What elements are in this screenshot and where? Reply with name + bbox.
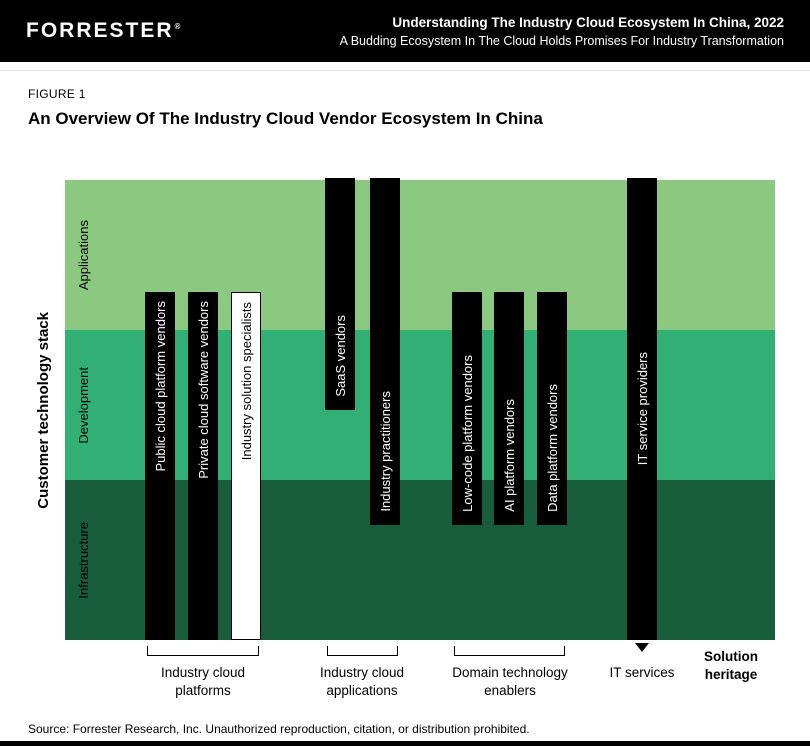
group-label-industry-cloud-applications: Industry cloud applications bbox=[319, 665, 405, 699]
bar-private-cloud-software-vendors: Private cloud software vendors bbox=[188, 292, 218, 640]
bar-it-service-providers: IT service providers bbox=[627, 178, 657, 640]
bar-label: Data platform vendors bbox=[544, 384, 560, 512]
bar-label: Industry practitioners bbox=[377, 391, 393, 512]
bracket-domain-technology-enablers bbox=[454, 646, 565, 656]
y-axis-label: Customer technology stack bbox=[32, 180, 54, 640]
band-label-development: Development bbox=[75, 366, 91, 444]
source-note: Source: Forrester Research, Inc. Unautho… bbox=[28, 722, 530, 736]
bar-public-cloud-platform-vendors: Public cloud platform vendors bbox=[145, 292, 175, 640]
bar-label: Public cloud platform vendors bbox=[152, 301, 168, 472]
band-label-applications: Applications bbox=[75, 219, 91, 291]
bar-data-platform-vendors: Data platform vendors bbox=[537, 292, 567, 525]
bar-label: AI platform vendors bbox=[501, 399, 517, 512]
logo-text: FORRESTER bbox=[26, 19, 174, 42]
bar-label: Low-code platform vendors bbox=[459, 355, 475, 512]
bracket-industry-cloud-platforms bbox=[147, 646, 259, 656]
figure-title: An Overview Of The Industry Cloud Vendor… bbox=[28, 109, 543, 128]
label-it-services: IT services bbox=[609, 665, 675, 680]
label-solution-heritage: Solution heritage bbox=[704, 649, 758, 683]
down-arrow-icon bbox=[635, 643, 649, 652]
report-header: FORRESTER® Understanding The Industry Cl… bbox=[0, 0, 810, 62]
y-axis-label-text: Customer technology stack bbox=[34, 311, 52, 509]
header-titles: Understanding The Industry Cloud Ecosyst… bbox=[340, 15, 784, 48]
bar-label: IT service providers bbox=[634, 352, 650, 466]
bar-industry-practitioners: Industry practitioners bbox=[370, 178, 400, 525]
band-label-infrastructure: Infrastructure bbox=[75, 521, 91, 599]
bottom-bar bbox=[0, 741, 810, 746]
forrester-logo: FORRESTER® bbox=[26, 19, 180, 43]
figure-label: FIGURE 1 bbox=[28, 87, 86, 101]
report-title: Understanding The Industry Cloud Ecosyst… bbox=[392, 14, 784, 30]
bracket-industry-cloud-applications bbox=[327, 646, 398, 656]
group-label-industry-cloud-platforms: Industry cloud platforms bbox=[160, 665, 246, 699]
group-label-domain-technology-enablers: Domain technology enablers bbox=[452, 665, 568, 699]
header-divider bbox=[0, 70, 810, 71]
bar-low-code-platform-vendors: Low-code platform vendors bbox=[452, 292, 482, 525]
report-subtitle: A Budding Ecosystem In The Cloud Holds P… bbox=[339, 33, 784, 48]
bar-label: Industry solution specialists bbox=[238, 302, 254, 461]
bar-saas-vendors: SaaS vendors bbox=[325, 178, 355, 410]
registered-mark: ® bbox=[174, 22, 181, 31]
bar-ai-platform-vendors: AI platform vendors bbox=[494, 292, 524, 525]
bar-industry-solution-specialists: Industry solution specialists bbox=[231, 292, 261, 640]
bar-label: Private cloud software vendors bbox=[195, 301, 211, 479]
bar-label: SaaS vendors bbox=[332, 315, 348, 397]
